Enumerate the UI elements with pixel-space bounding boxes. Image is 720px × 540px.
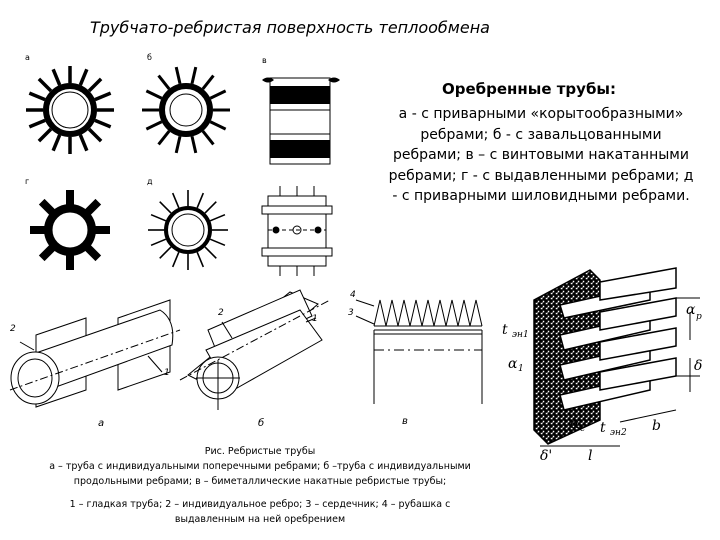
caption-line: 1 – гладкая труба; 2 – индивидуальное ре…	[69, 499, 451, 510]
fin	[94, 118, 112, 129]
fin	[94, 91, 112, 102]
fig-letter-a: а	[25, 53, 30, 62]
bimetallic-fin-drawing	[355, 299, 483, 404]
label-sub: эн2	[610, 428, 627, 438]
fin	[196, 251, 205, 268]
fig-letter-d: д	[147, 177, 153, 186]
label-delta-prime: δ'	[540, 448, 553, 464]
fin	[28, 118, 46, 129]
fin	[28, 91, 46, 102]
fin	[78, 68, 89, 86]
description-text: а - с приварными «корытообразными» ребра…	[368, 104, 714, 207]
fin	[87, 127, 103, 143]
fin	[38, 198, 58, 218]
transverse-fin-tube-drawing	[9, 299, 181, 408]
finned-tube-v-drawing	[262, 77, 340, 165]
finned-tube-g-drawing	[30, 190, 110, 270]
figure-caption: Рис. Ребристые трубы а – труба с индивид…	[20, 444, 500, 527]
label-t: t	[600, 420, 606, 436]
fig-letter-v: в	[262, 56, 267, 65]
fin	[204, 201, 217, 214]
fin	[209, 238, 226, 247]
fin	[201, 130, 215, 146]
finned-tube-b-drawing	[142, 66, 230, 154]
fin	[171, 251, 180, 268]
label-sub: 1	[518, 364, 524, 374]
fig-letter-v-bottom: в	[402, 416, 408, 427]
part-number: 1	[164, 368, 170, 378]
fig-letter-b: б	[147, 53, 152, 62]
fin	[78, 134, 89, 152]
part-number: 2	[10, 324, 16, 334]
label-sub: эн1	[512, 330, 529, 340]
fin	[159, 201, 172, 214]
label-t: t	[502, 322, 508, 338]
part-number: 3	[348, 308, 354, 318]
caption-line: а – труба с индивидуальными поперечными …	[49, 461, 471, 472]
fin	[190, 66, 198, 85]
description-line: ребрами; г - с выдавленными ребрами; д	[388, 167, 694, 184]
label-alpha: α	[508, 356, 518, 372]
label-sub: р	[696, 312, 702, 322]
part-number: 4	[350, 290, 356, 300]
caption-line: продольными ребрами; в – биметаллические…	[73, 476, 447, 487]
finned-tube-a-drawing	[26, 66, 114, 154]
fin	[51, 134, 62, 152]
label-l: l	[588, 448, 593, 464]
label-alpha: α	[570, 416, 580, 432]
fin	[159, 246, 172, 259]
fig-letter-a-bottom: а	[98, 418, 105, 429]
finned-tube-d-drawing	[148, 190, 228, 270]
label-b: b	[652, 418, 661, 434]
caption-line: выдавленным на ней оребрением	[174, 514, 346, 525]
fin	[51, 68, 62, 86]
fin	[174, 135, 182, 154]
description-line: - с приварными шиловидными ребрами.	[392, 188, 690, 204]
fin	[209, 120, 227, 131]
description-heading: Оребренные трубы:	[442, 80, 616, 98]
fin	[209, 89, 227, 100]
fin	[157, 130, 171, 146]
pin-fin-side-drawing	[261, 186, 333, 276]
fin	[157, 74, 171, 90]
label-sub: c	[580, 424, 586, 434]
fin	[190, 135, 198, 154]
part-number: 1	[312, 314, 318, 324]
fin	[145, 120, 163, 131]
fin	[209, 213, 226, 222]
fin	[196, 192, 205, 209]
part-number: 2	[218, 308, 224, 318]
fin	[150, 213, 167, 222]
fin	[201, 74, 215, 90]
fin	[82, 198, 102, 218]
label-delta: δ	[694, 358, 703, 374]
fin	[82, 242, 102, 262]
fig-letter-b-bottom: б	[258, 418, 265, 429]
fin	[171, 192, 180, 209]
slide-title: Трубчато-ребристая поверхность теплообме…	[90, 18, 490, 37]
fin	[150, 238, 167, 247]
description-line: ребрами; в – с винтовыми накатанными	[393, 147, 689, 163]
fin	[204, 246, 217, 259]
description-line: а - с приварными «корытообразными»	[398, 106, 684, 122]
longitudinal-fin-tube-drawing	[179, 289, 331, 410]
fin	[37, 127, 53, 143]
caption-line: Рис. Ребристые трубы	[204, 446, 316, 457]
description-line: ребрами; б - с завальцованными	[420, 126, 662, 143]
fin	[87, 77, 103, 93]
fin-cross-section-drawing	[533, 267, 700, 447]
label-alpha: α	[686, 302, 696, 318]
fin	[174, 66, 182, 85]
fin	[37, 77, 53, 93]
fig-letter-g: г	[25, 177, 30, 186]
fin	[38, 242, 58, 262]
fin	[145, 89, 163, 100]
